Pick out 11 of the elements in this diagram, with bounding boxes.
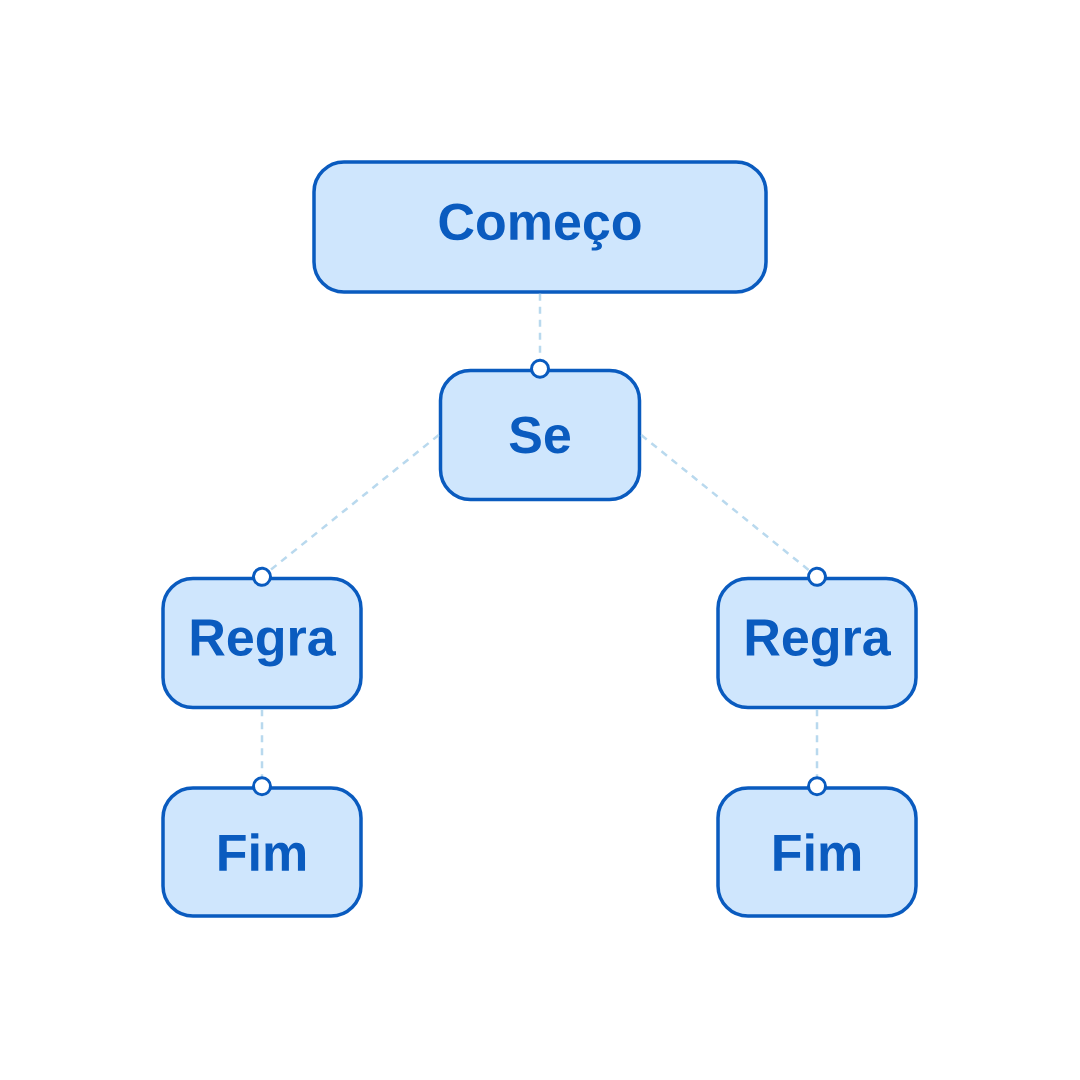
dashed-connector <box>252 709 272 797</box>
process-box: Fim <box>161 786 363 918</box>
process-box: Regra <box>716 576 918 710</box>
dashed-connector <box>640 434 827 587</box>
dashed-connector <box>807 709 827 797</box>
dashed-connector <box>530 293 550 379</box>
process-box: Começo <box>312 160 768 294</box>
process-box: Fim <box>716 786 918 918</box>
process-box: Regra <box>161 576 363 710</box>
dashed-connector <box>252 434 440 587</box>
process-box: Se <box>438 368 642 502</box>
